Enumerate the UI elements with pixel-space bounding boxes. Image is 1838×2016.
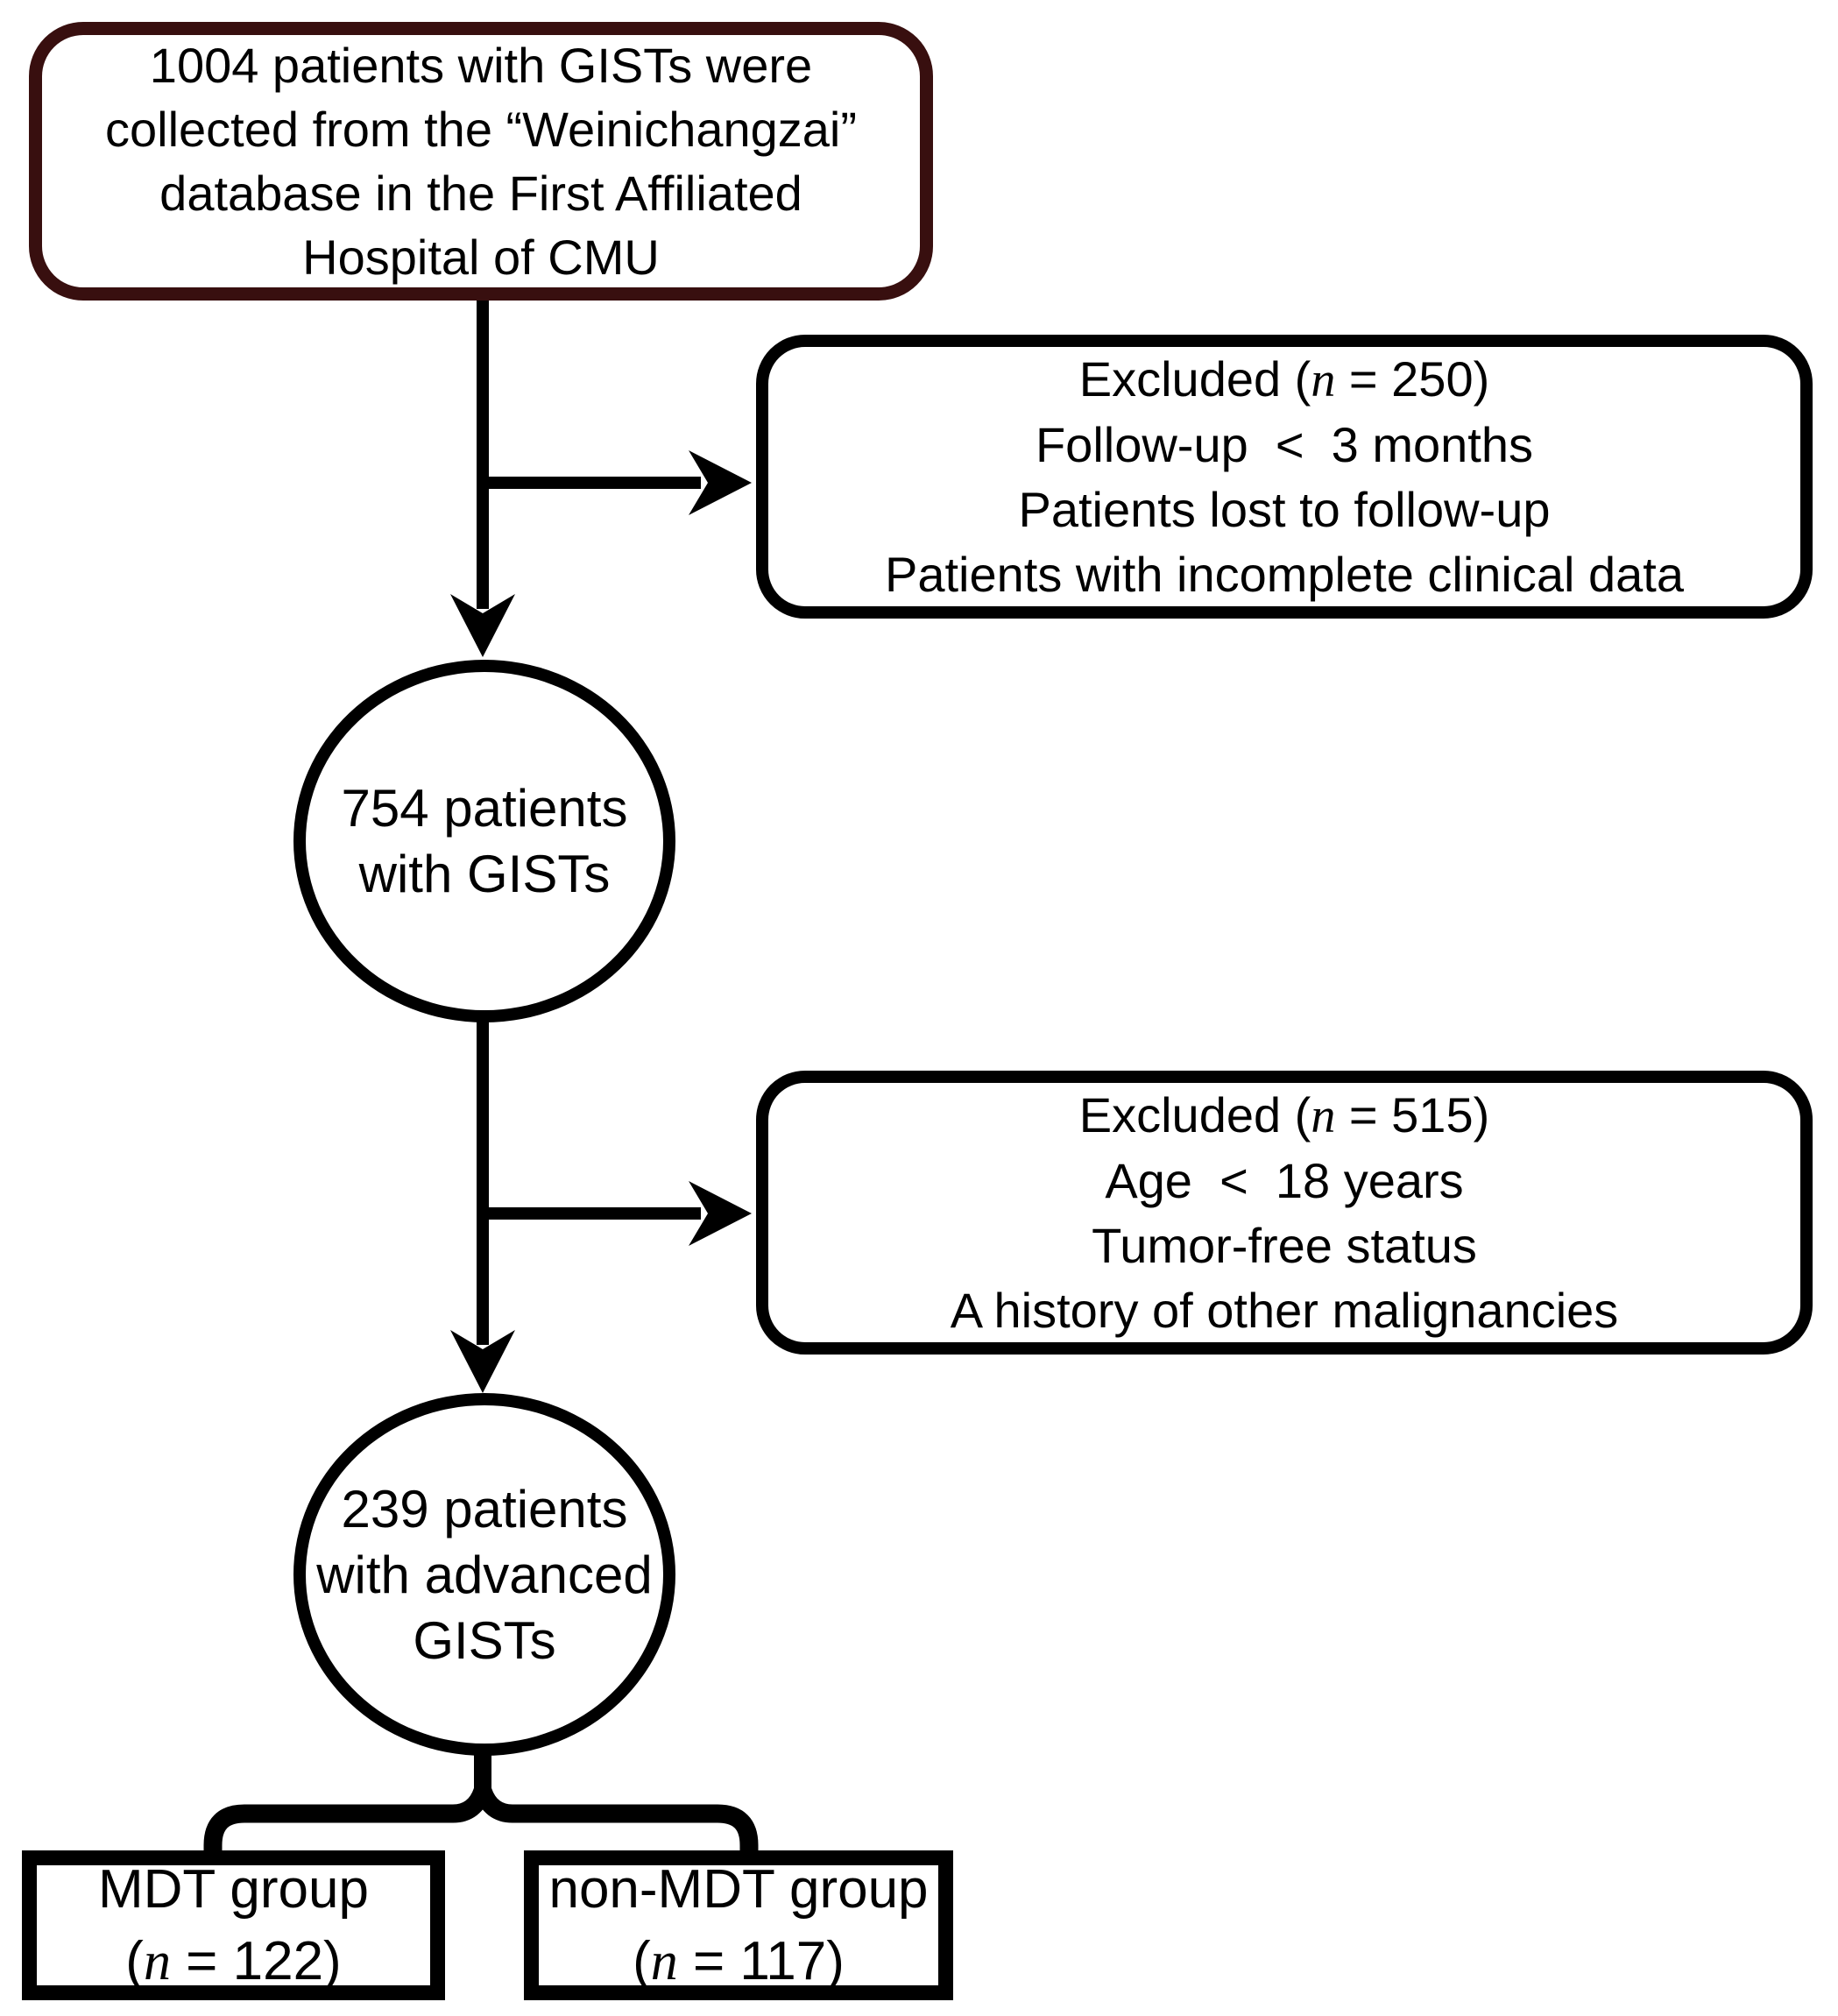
cohort-circle-2-line: GISTs	[413, 1610, 556, 1670]
mdt-count-post: = 122)	[170, 1930, 342, 1991]
down-arrowhead-1-icon	[450, 594, 515, 657]
mdt-n-symbol: n	[143, 1931, 171, 1991]
excluded-box-2: Excluded (n = 515) Age < 18 years Tumor-…	[756, 1071, 1813, 1355]
non-mdt-group-box: non-MDT group (n = 117)	[524, 1850, 953, 2000]
source-box-line: collected from the “Weinichangzai”	[104, 102, 858, 157]
down-arrowhead-2-icon	[450, 1330, 515, 1393]
non-mdt-group-label: non-MDT group	[548, 1858, 929, 1920]
source-box-line: Hospital of CMU	[302, 230, 660, 285]
source-box-line: database in the First Affiliated	[159, 166, 802, 221]
excluded-box-1-title-post: = 250)	[1335, 350, 1490, 407]
split-branch	[203, 1762, 759, 1854]
right-arrowhead-1-icon	[689, 450, 752, 515]
mdt-group-count: (n = 122)	[125, 1926, 341, 1998]
excluded-box-1-line: Follow-up < 3 months	[1035, 416, 1534, 472]
excluded-box-1: Excluded (n = 250) Follow-up < 3 months …	[756, 335, 1813, 619]
excluded-box-1-line: Patients with incomplete clinical data	[884, 546, 1685, 602]
cohort-circle-2-line: with advanced	[316, 1545, 653, 1604]
mdt-group-box: MDT group (n = 122)	[22, 1850, 445, 2000]
source-box: 1004 patients with GISTs were collected …	[29, 22, 933, 301]
excluded-box-2-title-pre: Excluded (	[1078, 1086, 1311, 1142]
cohort-circle-1: 754 patients with GISTs	[293, 660, 675, 1022]
mdt-group-label: MDT group	[98, 1858, 369, 1920]
cohort-circle-2-line: 239 patients	[341, 1479, 628, 1539]
excluded-box-2-title: Excluded (n = 515)	[1079, 1083, 1489, 1149]
excluded-box-2-line: A history of other malignancies	[950, 1282, 1619, 1338]
excluded-box-1-title: Excluded (n = 250)	[1079, 347, 1489, 413]
cohort-circle-1-line: 754 patients	[341, 779, 628, 838]
excluded-box-2-line: Tumor-free status	[1092, 1217, 1477, 1273]
cohort-circle-2: 239 patients with advanced GISTs	[293, 1393, 675, 1756]
excluded-box-2-line: Age < 18 years	[1105, 1152, 1464, 1208]
non-mdt-group-count: (n = 117)	[633, 1926, 845, 1998]
excluded-box-2-n-symbol: n	[1311, 1088, 1336, 1143]
mdt-count-pre: (	[125, 1930, 144, 1991]
right-arrowhead-2-icon	[689, 1181, 752, 1246]
excluded-box-2-title-post: = 515)	[1335, 1086, 1490, 1142]
excluded-box-1-n-symbol: n	[1311, 352, 1336, 407]
excluded-box-1-title-pre: Excluded (	[1078, 350, 1311, 407]
excluded-box-1-line: Patients lost to follow-up	[1018, 481, 1551, 537]
source-box-line: 1004 patients with GISTs were	[149, 38, 813, 93]
non-mdt-count-pre: (	[633, 1930, 651, 1991]
non-mdt-n-symbol: n	[650, 1931, 678, 1991]
cohort-circle-1-line: with GISTs	[358, 845, 611, 903]
non-mdt-count-post: = 117)	[677, 1930, 845, 1991]
